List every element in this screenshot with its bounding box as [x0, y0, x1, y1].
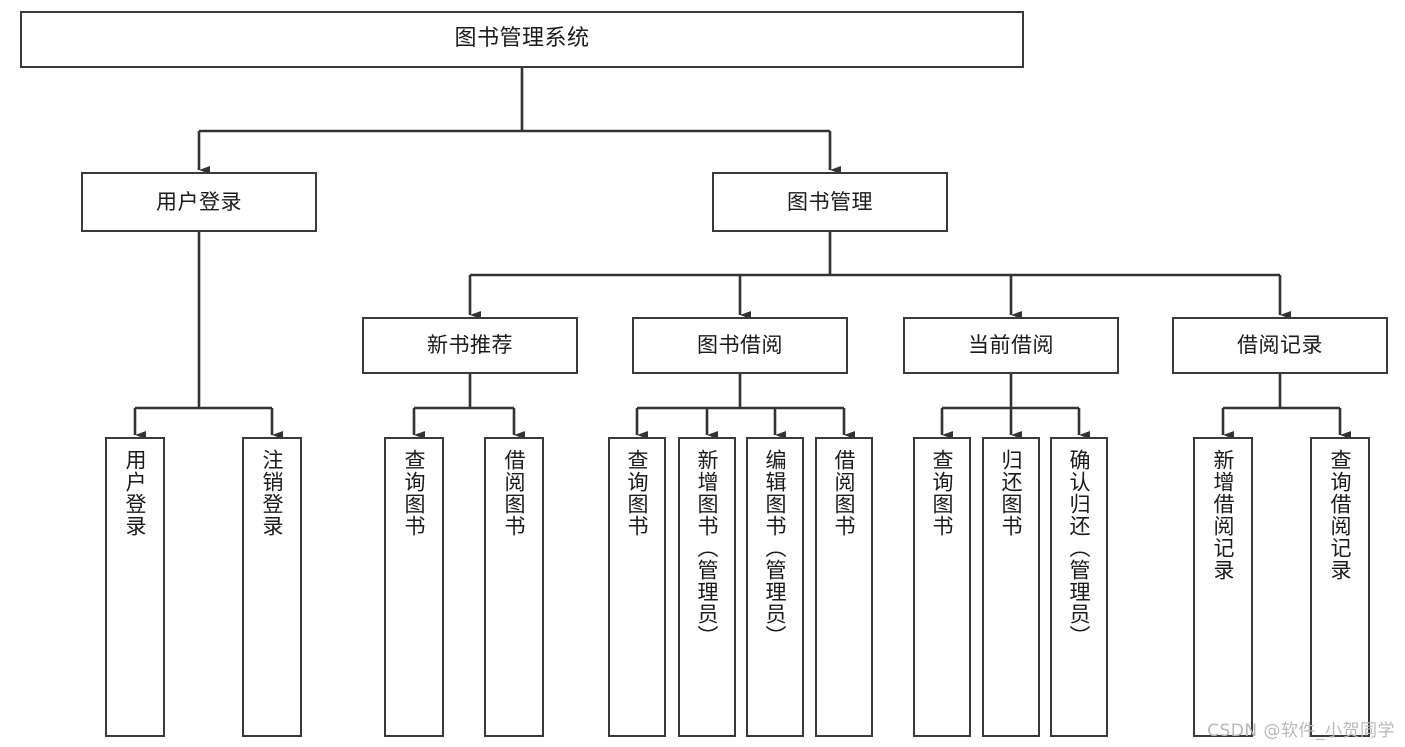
node-label: 查询图书 [625, 449, 650, 537]
node-label: 用户登录 [123, 449, 148, 537]
node-label: 借阅图书 [832, 449, 857, 537]
node-label: 查询图书 [402, 449, 427, 537]
csdn-watermark: CSDN @软件_小贺同学 [1207, 721, 1395, 741]
node-current-borrow[interactable]: 当前借阅 [903, 317, 1119, 374]
node-label: 借阅图书 [502, 449, 527, 537]
node-user-login[interactable]: 用户登录 [81, 172, 317, 232]
node-new-book-recommend[interactable]: 新书推荐 [362, 317, 578, 374]
node-label: 当前借阅 [968, 333, 1054, 358]
node-label: 用户登录 [156, 189, 242, 214]
leaf-confirm-return-admin[interactable]: 确认归还（管理员） [1050, 437, 1108, 737]
node-label: 查询借阅记录 [1328, 449, 1353, 581]
leaf-add-book-admin[interactable]: 新增图书（管理员） [678, 437, 736, 737]
leaf-query-book-borrow[interactable]: 查询图书 [608, 437, 666, 737]
node-book-management[interactable]: 图书管理 [712, 172, 948, 232]
node-label: 查询图书 [930, 449, 955, 537]
node-label: 新书推荐 [427, 333, 513, 358]
edge-group-root [197, 68, 841, 174]
node-label: 归还图书 [999, 449, 1024, 537]
node-borrow-record[interactable]: 借阅记录 [1172, 317, 1388, 374]
leaf-query-book-new[interactable]: 查询图书 [384, 437, 444, 737]
node-root-system[interactable]: 图书管理系统 [20, 11, 1024, 68]
edge-group-book-mgmt [468, 232, 1291, 319]
node-label: 图书管理 [787, 189, 873, 214]
leaf-add-borrow-record[interactable]: 新增借阅记录 [1193, 437, 1253, 737]
edge-group-user-login [133, 232, 283, 439]
node-label: 注销登录 [260, 449, 285, 537]
edge-group-records [1221, 374, 1351, 439]
node-label: 借阅记录 [1237, 333, 1323, 358]
leaf-return-book[interactable]: 归还图书 [982, 437, 1040, 737]
edge-group-borrow [635, 374, 855, 439]
leaf-borrow-book-new[interactable]: 借阅图书 [484, 437, 544, 737]
edge-group-current-borrow [940, 374, 1090, 439]
leaf-edit-book-admin[interactable]: 编辑图书（管理员） [746, 437, 804, 737]
node-label: 新增图书（管理员） [695, 449, 720, 647]
node-label: 新增借阅记录 [1211, 449, 1236, 581]
leaf-borrow-book[interactable]: 借阅图书 [815, 437, 873, 737]
edge-group-new-books [412, 374, 525, 439]
node-label: 编辑图书（管理员） [763, 449, 788, 647]
leaf-logout[interactable]: 注销登录 [242, 437, 302, 737]
node-label: 图书管理系统 [454, 26, 590, 52]
leaf-query-borrow-record[interactable]: 查询借阅记录 [1310, 437, 1370, 737]
node-book-borrow[interactable]: 图书借阅 [632, 317, 848, 374]
node-label: 确认归还（管理员） [1067, 449, 1092, 647]
leaf-query-book-current[interactable]: 查询图书 [913, 437, 971, 737]
node-label: 图书借阅 [697, 333, 783, 358]
leaf-user-login[interactable]: 用户登录 [105, 437, 165, 737]
